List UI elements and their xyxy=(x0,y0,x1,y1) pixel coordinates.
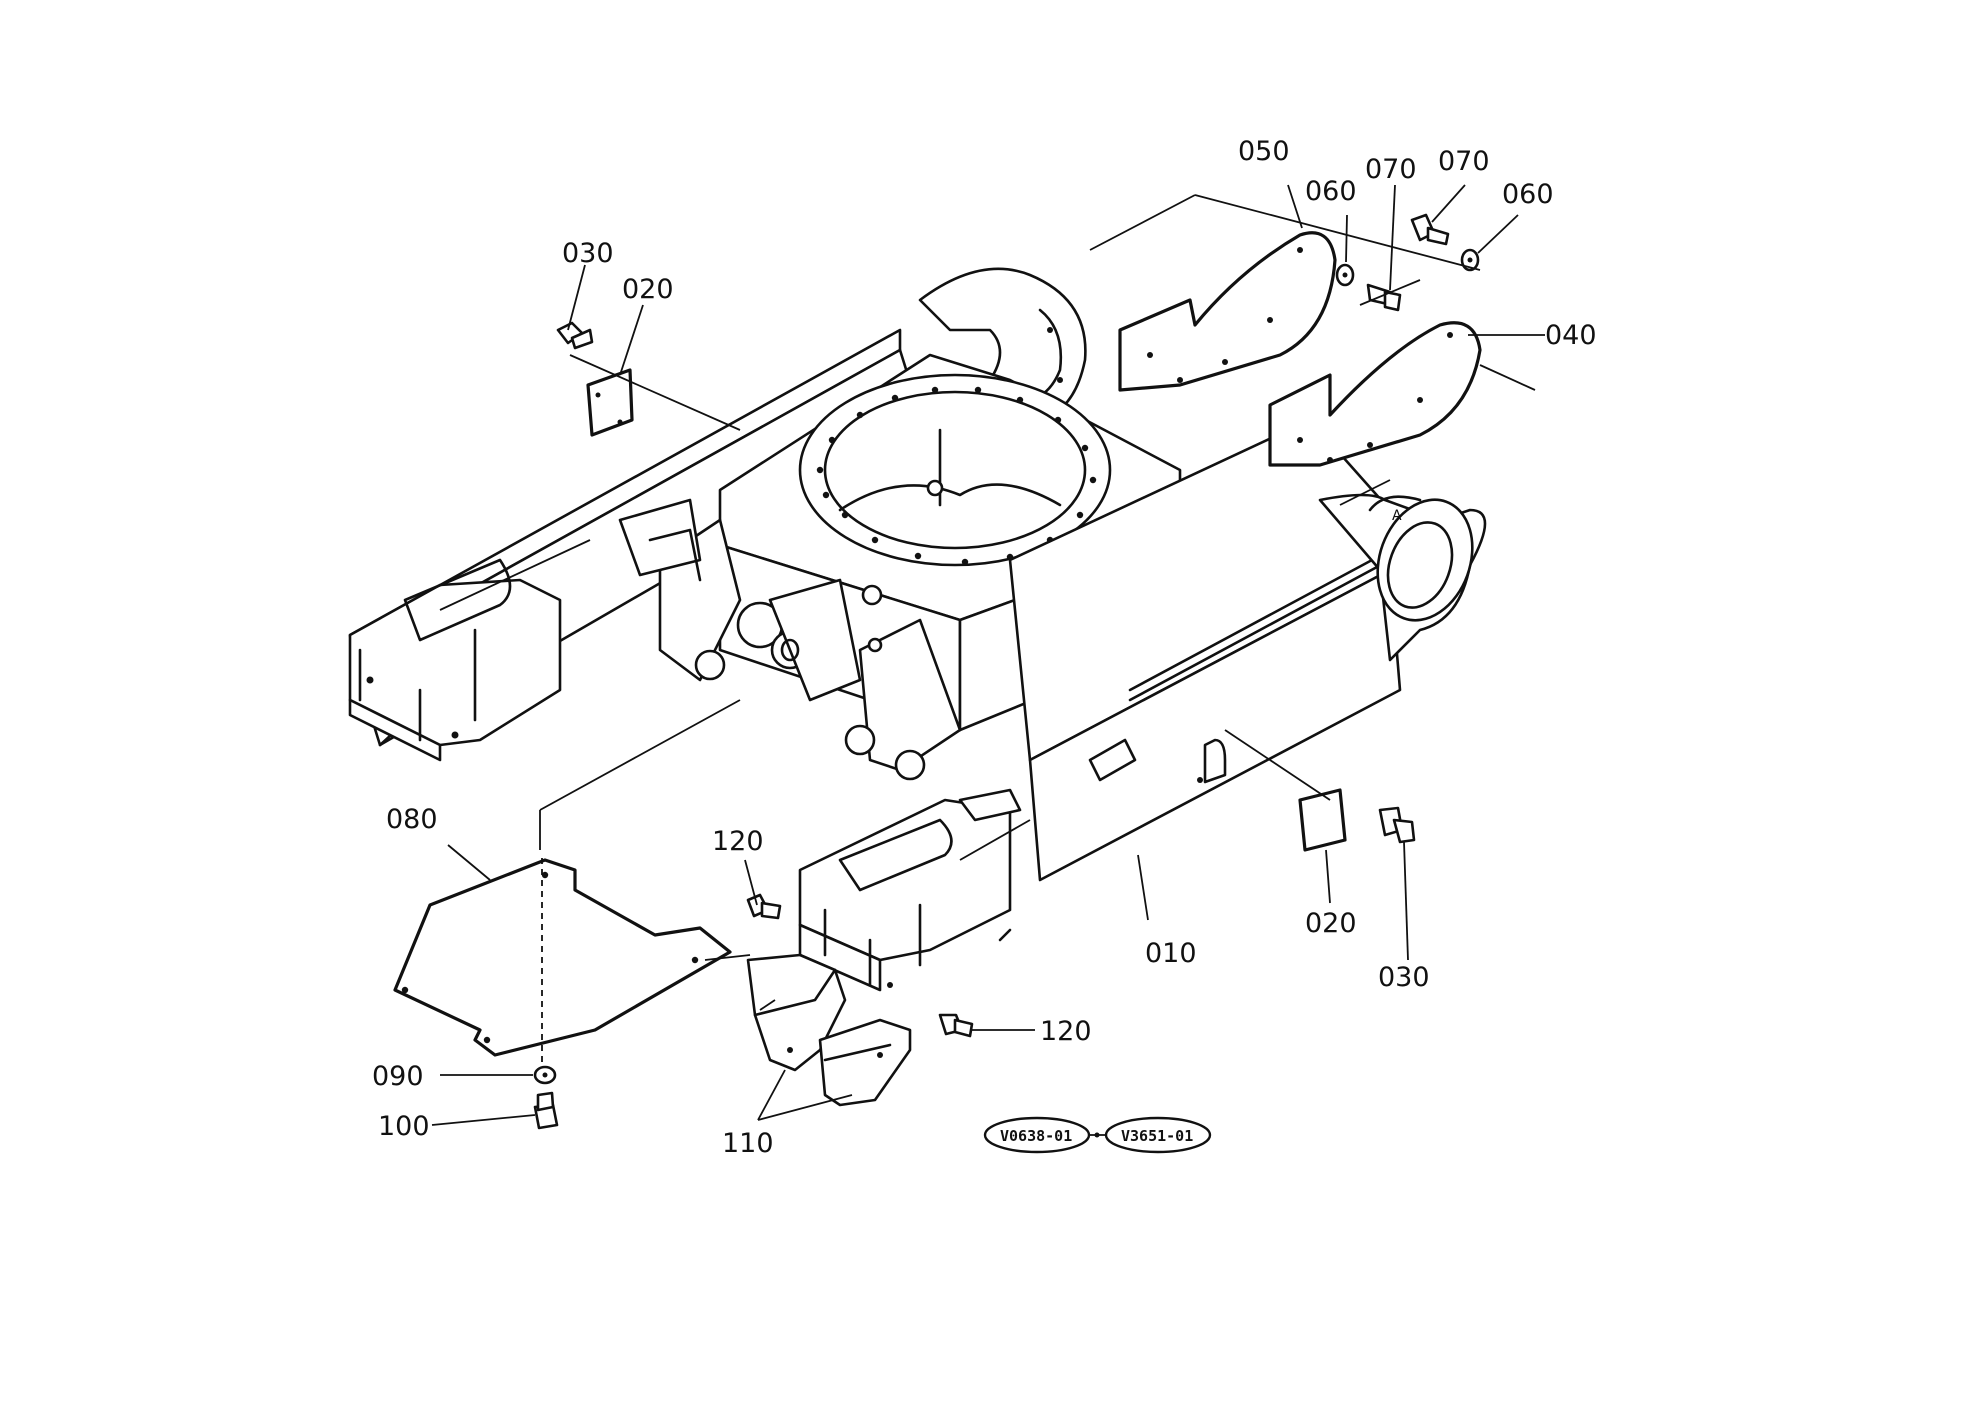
label-030-lower: 030 xyxy=(1378,962,1430,993)
label-070-left: 070 xyxy=(1365,154,1417,185)
label-010: 010 xyxy=(1145,938,1197,969)
cover-050 xyxy=(1118,231,1337,392)
bolt-070-left xyxy=(1366,283,1402,312)
label-060-left: 060 xyxy=(1305,176,1357,207)
bolt-100 xyxy=(533,1091,559,1130)
label-050: 050 xyxy=(1238,136,1290,167)
label-020-lower: 020 xyxy=(1305,908,1357,939)
label-110: 110 xyxy=(722,1128,774,1159)
ref-tag-2: V3651-01 xyxy=(1121,1127,1193,1145)
label-120-right: 120 xyxy=(1040,1016,1092,1047)
bolt-120-left xyxy=(746,893,782,920)
cover-040 xyxy=(1268,321,1482,467)
leader-lines xyxy=(431,184,1545,1126)
part-labels: 030 020 050 060 070 070 060 040 080 120 … xyxy=(372,136,1597,1159)
label-120-left: 120 xyxy=(712,826,764,857)
washer-060-left xyxy=(1335,263,1355,287)
label-060-right: 060 xyxy=(1502,179,1554,210)
label-040: 040 xyxy=(1545,320,1597,351)
svg-text:A: A xyxy=(1392,508,1402,524)
bolt-120-right xyxy=(938,1013,974,1038)
plate-020-lower xyxy=(1298,788,1347,852)
label-030-upper: 030 xyxy=(562,238,614,269)
bolt-030-lower xyxy=(1378,806,1416,844)
bolt-070-right xyxy=(1410,213,1450,246)
bolt-030-upper xyxy=(556,321,594,350)
undercover-080 xyxy=(393,858,732,1057)
reference-tags: V0638-01 V3651-01 xyxy=(983,1116,1212,1154)
label-080: 080 xyxy=(386,804,438,835)
label-100: 100 xyxy=(378,1111,430,1142)
label-070-right: 070 xyxy=(1438,146,1490,177)
cover-110-right xyxy=(818,1018,912,1107)
label-090: 090 xyxy=(372,1061,424,1092)
ref-tag-1: V0638-01 xyxy=(1000,1127,1072,1145)
track-frame: A xyxy=(348,267,1487,992)
washer-090 xyxy=(533,1065,557,1085)
label-020-upper: 020 xyxy=(622,274,674,305)
washer-060-right xyxy=(1460,248,1480,272)
